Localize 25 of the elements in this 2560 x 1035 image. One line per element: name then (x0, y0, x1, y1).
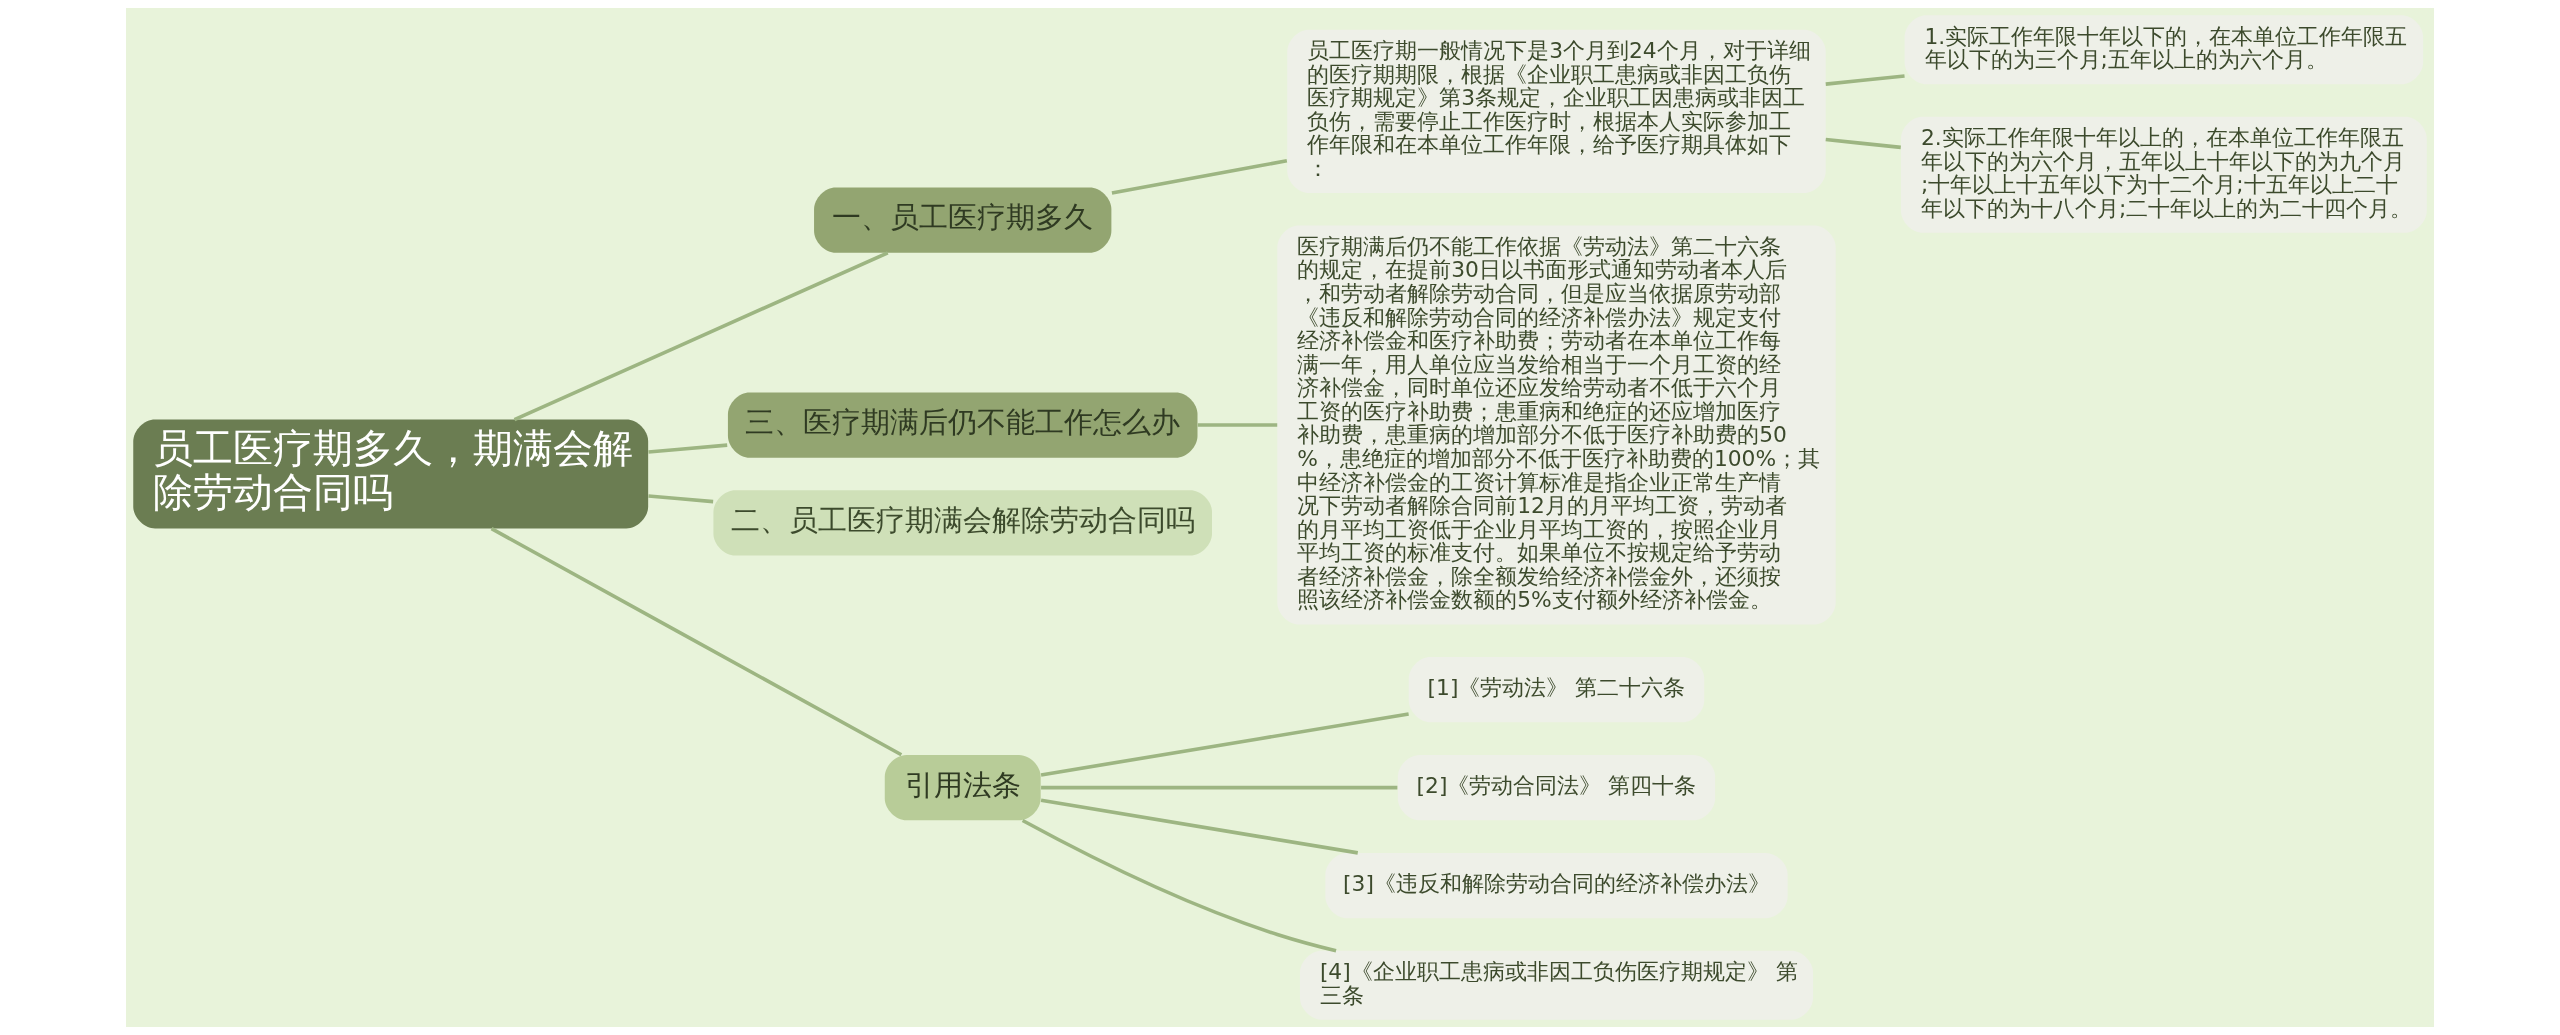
node-box: 1.实际工作年限十年以下的，在本单位工作年限五年以下的为三个月;五年以上的为六个月。 (1904, 15, 2424, 85)
connector (1040, 712, 1409, 777)
node-box: 引用法条 (884, 755, 1041, 821)
connector (490, 527, 903, 757)
connector (1021, 818, 1337, 953)
node-box: 二、员工医疗期满会解除劳动合同吗 (713, 490, 1212, 556)
connector (1041, 785, 1398, 790)
connector (1825, 137, 1901, 150)
node-box: [1]《劳动法》 第二十六条 (1408, 657, 1705, 723)
node-box: 员工医疗期多久，期满会解除劳动合同吗 (133, 419, 649, 529)
connector (1040, 798, 1359, 855)
connector (1825, 74, 1905, 86)
connector (1197, 423, 1278, 427)
connector (513, 251, 889, 422)
node-box: 医疗期满后仍不能工作依据《劳动法》第二十六条的规定，在提前30日以书面形式通知劳动者本人后，和劳动者解除劳动合同，但是应当依据原劳动部《违反和解除劳动合同的经济补偿办法》规定支付经济补偿金和医疗补助费；劳动者在本单位工作每满一年，用人单位应当发给相当于一个月工资的经济补偿金，同时单位还应发给劳动者不低于六个月工资的医疗补助费；患重病和绝症的还应增加医疗补助费，患重病的增加部分不低于医疗补助费的50%，患绝症的增加部分不低于医疗补助费的100%；其中经济补偿金的工资计算标准是指企业正常生产情况下劳动者解除合同前12月的月平均工资，劳动者的月平均工资低于企业月平均工资的，按照企业月平均工资的标准支付。如果单位不按规定给予劳动者经济补偿金，除全额发给经济补偿金外，还须按照该经济补偿金数额的5%支付额外经济补偿金。 (1277, 225, 1836, 625)
node-box: [4]《企业职工患病或非因工负伤医疗期规定》 第三条 (1299, 950, 1814, 1020)
node-box: 2.实际工作年限十年以上的，在本单位工作年限五年以下的为六个月，五年以上十年以下的为九个月;十年以上十五年以下为十二个月;十五年以上二十年以下的为十八个月;二十年以上的为二十四个月。 (1900, 116, 2427, 233)
node-box: 员工医疗期一般情况下是3个月到24个月，对于详细的医疗期期限，根据《企业职工患病或非因工负伤医疗期规定》第3条规定，企业职工因患病或非因工负伤，需要停止工作医疗时，根据本人实际参加工作年限和在本单位工作年限，给予医疗期具体如下： (1287, 29, 1826, 193)
node-box: 一、员工医疗期多久 (814, 187, 1112, 253)
node-box: [3]《违反和解除劳动合同的经济补偿办法》 (1325, 852, 1788, 919)
node-box: 三、医疗期满后仍不能工作怎么办 (727, 392, 1198, 458)
connector (648, 443, 728, 454)
connector (648, 494, 714, 504)
connector (1111, 158, 1288, 195)
node-box: [2]《劳动合同法》 第四十条 (1397, 755, 1716, 821)
